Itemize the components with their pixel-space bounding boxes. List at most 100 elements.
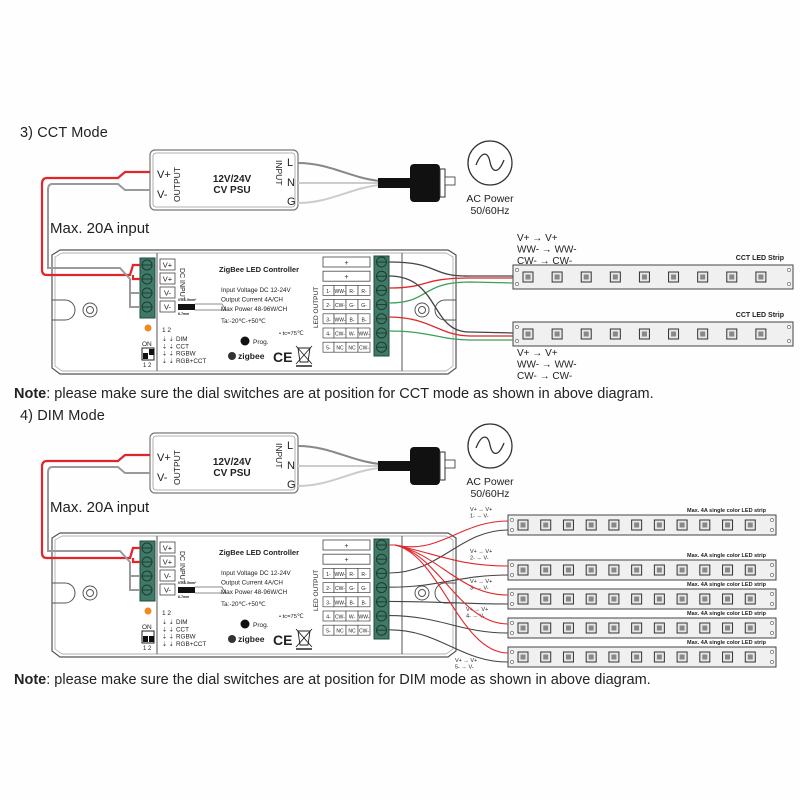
- output-cell: [357, 299, 371, 310]
- controller-title: ZigBee LED Controller: [219, 548, 299, 557]
- psu-input-label: INPUT: [274, 443, 284, 469]
- led-chip-core: [588, 625, 594, 631]
- note-bold: Note: [14, 386, 47, 402]
- mapping-label: CW- → CW-: [517, 256, 572, 267]
- output-cell-label: G-: [349, 303, 355, 309]
- led-chip-core: [554, 331, 560, 337]
- led-chip-core: [525, 331, 531, 337]
- led-chip-core: [725, 522, 731, 528]
- dc-input-label: DC INPUT: [178, 268, 185, 302]
- wire-dim-neg-1: [388, 529, 509, 574]
- wire-gauge-label: 0.5-1.5mm²: [178, 581, 197, 585]
- output-plus-label: +: [344, 274, 348, 281]
- strip-pad: [787, 268, 791, 272]
- controller-spec: Input Voltage DC 12-24V: [221, 287, 291, 294]
- max-input-label-dim: Max. 20A input: [50, 499, 150, 516]
- output-plus-label: +: [344, 543, 348, 550]
- led-chip-core: [611, 625, 617, 631]
- strip-pad: [770, 592, 774, 596]
- plug-body-icon: [410, 447, 440, 485]
- led-chip-core: [702, 567, 708, 573]
- dc-terminal-label: V+: [163, 275, 173, 284]
- controller-spec: Max Power 48-96W/CH: [221, 306, 288, 313]
- psu-vminus: V-: [157, 472, 168, 484]
- led-chip-core: [679, 596, 685, 602]
- led-chip-core: [671, 274, 677, 280]
- led-chip-core: [543, 567, 549, 573]
- psu-L: L: [287, 440, 293, 452]
- dip-lever-2: [149, 636, 154, 642]
- ac-frequency-label: 50/60Hz: [470, 488, 509, 500]
- dip-state-arrows: ⇣ ⇣: [162, 626, 174, 633]
- mapping-label: WW- → WW-: [517, 245, 577, 256]
- mapping-label: V+ → V+: [517, 348, 558, 359]
- strip-pad: [770, 528, 774, 532]
- zigbee-label: zigbee: [238, 351, 265, 361]
- led-chip-core: [565, 625, 571, 631]
- max-input-label-cct: Max. 20A input: [50, 220, 150, 237]
- psu-inner: [152, 435, 296, 491]
- output-cell-label: NC: [336, 629, 344, 635]
- weee-bin-icon: [297, 630, 311, 646]
- mapping-label: V+ → V+: [455, 658, 477, 664]
- led-chip-core: [729, 331, 735, 337]
- wire-dim-neg-3: [388, 600, 509, 605]
- output-cell: [357, 568, 371, 579]
- led-chip-core: [641, 274, 647, 280]
- output-cell-label: R-: [349, 572, 355, 578]
- led-chip-core: [520, 596, 526, 602]
- output-cell-label: CW-: [335, 303, 345, 309]
- dip-state-arrows: ⇣ ⇣: [162, 619, 174, 626]
- led-chip-core: [565, 654, 571, 660]
- strip-pad: [770, 573, 774, 577]
- dip-numbers-bottom: 1 2: [143, 363, 152, 369]
- dc-terminal-label-box: [159, 286, 176, 299]
- strip-label: CCT LED Strip: [736, 255, 784, 262]
- wire-strip-icon: [178, 304, 195, 310]
- output-cell-label: 3-: [326, 600, 331, 606]
- dc-terminal-label-box: [159, 272, 176, 285]
- output-cell-label: B-: [350, 600, 355, 606]
- output-cell-label: 3-: [326, 317, 331, 323]
- wire-strip2-ww: [388, 316, 513, 337]
- cct-led-strip-1: [512, 264, 794, 290]
- dc-terminal-label: V-: [164, 572, 172, 581]
- led-chip-core: [543, 625, 549, 631]
- output-cell-label: W-: [349, 615, 356, 621]
- dc-terminal-label-box: [159, 555, 176, 568]
- mapping-label: WW- → WW-: [517, 360, 577, 371]
- led-chip-core: [634, 596, 640, 602]
- dc-terminal-label-box: [159, 569, 176, 582]
- output-cell-label: G-: [361, 586, 367, 592]
- output-cell-label: CW-: [335, 586, 345, 592]
- led-chip-core: [634, 625, 640, 631]
- dip-lever-1: [143, 353, 148, 359]
- output-cell: [357, 313, 371, 325]
- led-chip-core: [725, 625, 731, 631]
- dip-state-arrows: ⇣ ⇣: [162, 634, 174, 641]
- output-cell-label: 1-: [326, 289, 331, 295]
- wire-G: [297, 467, 381, 487]
- ac-power-label: AC Power: [466, 193, 514, 205]
- dip-state-arrows: ⇣ ⇣: [162, 336, 174, 343]
- prog-label: Prog.: [253, 339, 269, 346]
- dim-led-strip-5: [507, 646, 777, 668]
- dip-state-arrows: ⇣ ⇣: [162, 641, 174, 648]
- strip-pad: [510, 573, 514, 577]
- controller-spec: Output Current 4A/CH: [221, 580, 283, 587]
- dip-mode-label: CCT: [176, 343, 189, 350]
- ce-mark: CE: [273, 632, 292, 648]
- output-cell-label: B-: [362, 600, 367, 606]
- output-cell-label: 4-: [326, 332, 331, 338]
- status-led-icon: [144, 607, 152, 615]
- weee-cross: [295, 628, 313, 648]
- dip-on-label: ON: [142, 624, 152, 631]
- controller-inner: [54, 252, 454, 372]
- zigbee-label: zigbee: [238, 634, 265, 644]
- mapping-label: 3- → V-: [470, 586, 489, 592]
- led-chip-core: [611, 654, 617, 660]
